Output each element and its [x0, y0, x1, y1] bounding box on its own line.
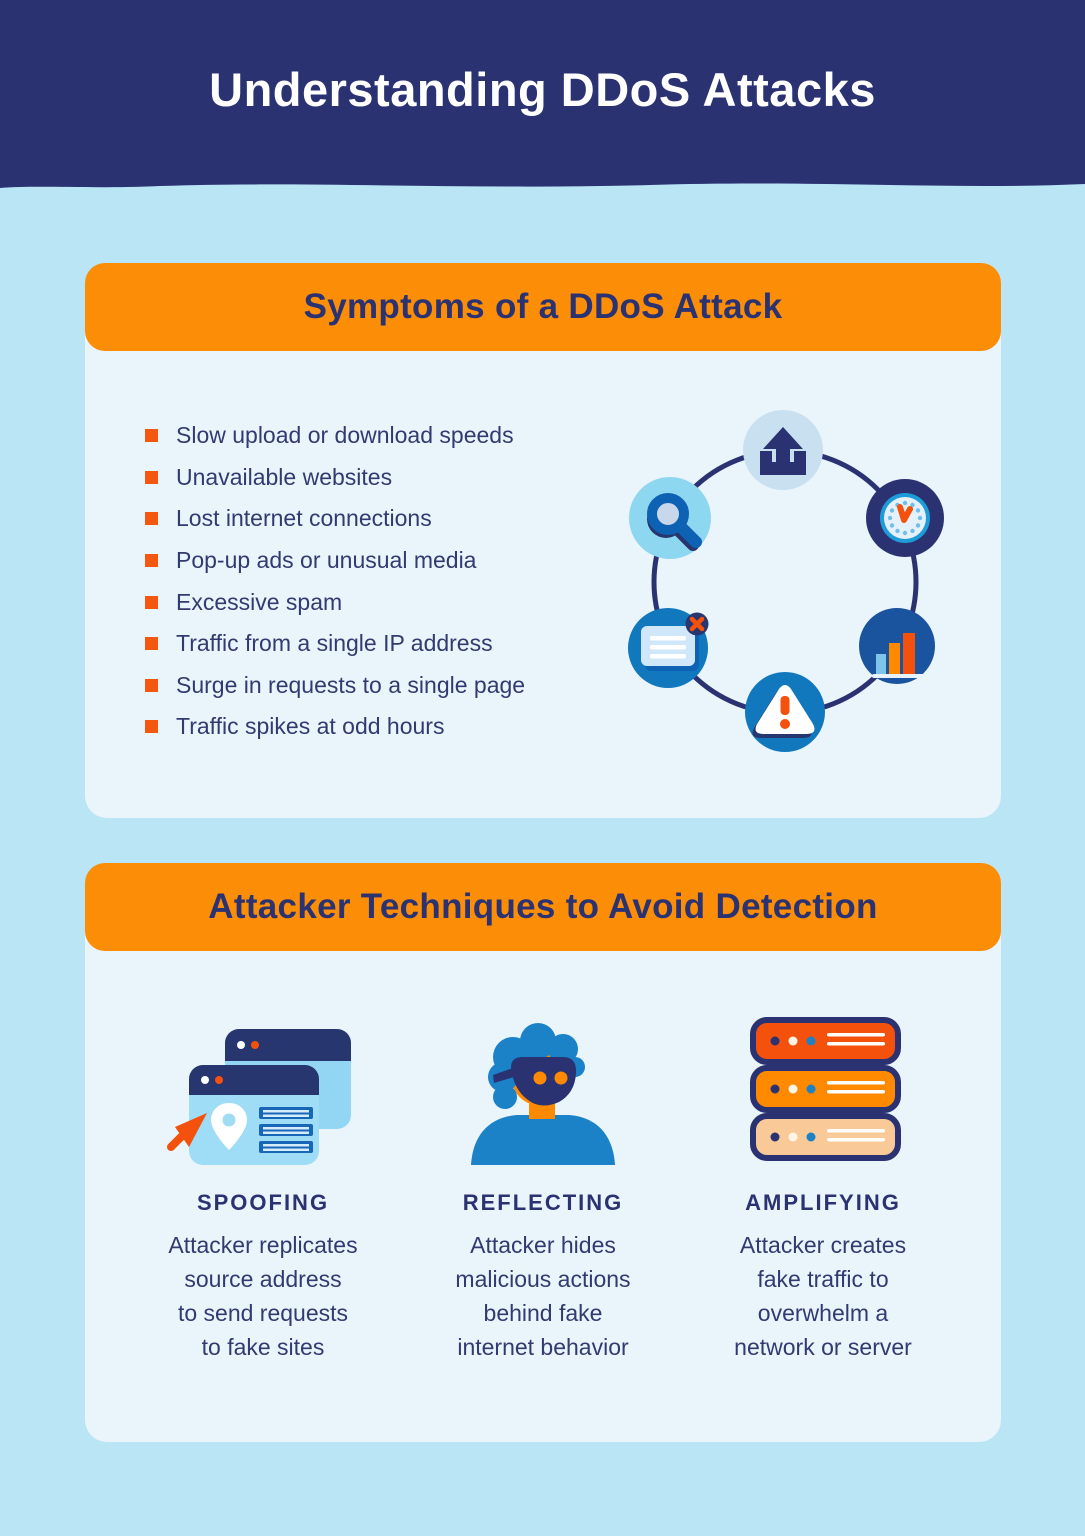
- symptoms-list: Slow upload or download speeds Unavailab…: [145, 415, 525, 748]
- symptoms-title: Symptoms of a DDoS Attack: [303, 287, 783, 326]
- browser-error-icon: [628, 608, 709, 688]
- symptom-text: Unavailable websites: [176, 463, 393, 490]
- clock-icon: [866, 479, 944, 557]
- technique-label: SPOOFING: [196, 1190, 330, 1215]
- upload-icon: [743, 410, 823, 490]
- symptom-text: Surge in requests to a single page: [176, 671, 526, 698]
- technique-column-amplifying: AMPLIFYING Attacker creates fake traffic…: [697, 1016, 949, 1442]
- technique-description: Attacker replicates source address to se…: [168, 1232, 358, 1360]
- bullet-square-icon: [145, 512, 158, 526]
- symptom-text: Pop-up ads or unusual media: [176, 547, 477, 574]
- reflecting-masked-person-icon: [471, 1023, 615, 1165]
- bullet-square-icon: [145, 637, 158, 651]
- symptom-text: Traffic from a single IP address: [176, 630, 493, 657]
- page-title: Understanding DDoS Attacks: [209, 63, 876, 116]
- symptom-text: Traffic spikes at odd hours: [176, 713, 445, 740]
- symptom-item: Pop-up ads or unusual media: [145, 540, 525, 582]
- symptoms-card-header: Symptoms of a DDoS Attack: [85, 263, 1001, 351]
- bullet-square-icon: [145, 470, 158, 484]
- symptom-text: Lost internet connections: [176, 505, 432, 532]
- technique-column-spoofing: SPOOFING Attacker replicates source addr…: [137, 1016, 389, 1442]
- symptom-item: Excessive spam: [145, 581, 525, 623]
- amplifying-server-stack-icon: [750, 1017, 901, 1161]
- symptom-item: Surge in requests to a single page: [145, 665, 525, 707]
- symptom-text: Slow upload or download speeds: [176, 422, 514, 449]
- symptom-item: Traffic spikes at odd hours: [145, 706, 525, 748]
- technique-description: Attacker hides malicious actions behind …: [455, 1232, 631, 1360]
- symptom-item: Lost internet connections: [145, 498, 525, 540]
- bullet-square-icon: [145, 595, 158, 609]
- symptom-item: Unavailable websites: [145, 457, 525, 499]
- techniques-card: Attacker Techniques to Avoid Detection: [85, 863, 1001, 1442]
- techniques-card-header: Attacker Techniques to Avoid Detection: [85, 863, 1001, 951]
- bullet-square-icon: [145, 429, 158, 443]
- warning-icon: [745, 672, 825, 752]
- symptom-item: Slow upload or download speeds: [145, 415, 525, 457]
- bullet-square-icon: [145, 720, 158, 734]
- symptoms-circle-diagram: [628, 410, 944, 752]
- technique-description: Attacker creates fake traffic to overwhe…: [734, 1232, 912, 1360]
- symptom-text: Excessive spam: [176, 588, 343, 615]
- bullet-square-icon: [145, 554, 158, 568]
- spoofing-browser-windows-cursor-icon: [167, 1029, 351, 1165]
- hero-banner: Understanding DDoS Attacks: [0, 0, 1085, 178]
- bar-chart-icon: [859, 608, 935, 684]
- symptom-item: Traffic from a single IP address: [145, 623, 525, 665]
- symptoms-card: Symptoms of a DDoS Attack Slow upload or…: [85, 263, 1001, 818]
- technique-label: AMPLIFYING: [745, 1190, 901, 1215]
- technique-label: REFLECTING: [462, 1190, 624, 1215]
- search-icon: [629, 477, 711, 559]
- hero-wave-edge: [0, 177, 1085, 188]
- technique-column-reflecting: REFLECTING Attacker hides malicious acti…: [417, 1016, 669, 1442]
- techniques-title: Attacker Techniques to Avoid Detection: [208, 887, 878, 926]
- bullet-square-icon: [145, 678, 158, 692]
- techniques-columns: SPOOFING Attacker replicates source addr…: [85, 952, 1001, 1442]
